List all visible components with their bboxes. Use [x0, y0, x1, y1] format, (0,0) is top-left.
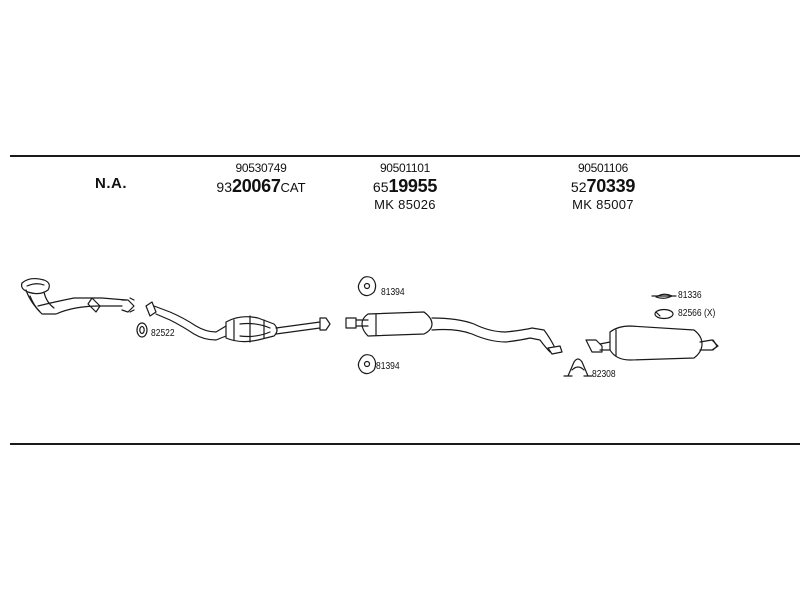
part-label-ring: 82566 (X)	[678, 308, 716, 319]
part-number-prefix: 65	[372, 179, 389, 195]
front-pipe-drawing	[21, 277, 135, 315]
rear-silencer-drawing	[585, 325, 719, 361]
mk-code: MK 85026	[374, 197, 436, 212]
bottom-divider-line	[10, 443, 800, 445]
part-number-main: 20067	[231, 176, 281, 196]
part-number: 5270339	[538, 177, 668, 196]
gasket-icon	[136, 322, 148, 338]
part-column-middle-silencer: 90501101 6519955 MK 85026	[340, 162, 470, 211]
catalytic-converter-drawing	[145, 301, 331, 343]
clamp-icon	[563, 358, 593, 377]
part-label-gasket: 82522	[151, 328, 175, 339]
oe-number: 90501101	[379, 161, 431, 175]
ring-icon	[654, 308, 674, 320]
part-label-rubber-mount-lower: 81394	[376, 361, 400, 372]
part-label-hanger: 81336	[678, 290, 702, 301]
na-label: N.A.	[95, 175, 127, 192]
part-number-prefix: 52	[570, 179, 587, 195]
part-label-clamp: 82308	[592, 369, 616, 380]
part-number-suffix: CAT	[280, 180, 306, 195]
oe-number: 90530749	[235, 161, 287, 175]
mk-code: MK 85007	[572, 197, 634, 212]
part-label-rubber-mount-upper: 81394	[381, 287, 405, 298]
part-column-catalytic: 90530749 9320067CAT	[196, 162, 326, 196]
hanger-icon	[651, 293, 677, 299]
rubber-mount-icon	[357, 354, 377, 375]
part-column-rear-silencer: 90501106 5270339 MK 85007	[538, 162, 668, 211]
part-number-main: 19955	[388, 176, 438, 196]
middle-silencer-drawing	[345, 311, 563, 355]
part-number-main: 70339	[586, 176, 636, 196]
top-divider-line	[10, 155, 800, 157]
oe-number: 90501106	[577, 161, 629, 175]
part-number: 6519955	[340, 177, 470, 196]
part-number: 9320067CAT	[196, 177, 326, 196]
rubber-mount-icon	[357, 276, 377, 297]
part-number-prefix: 93	[216, 179, 232, 195]
